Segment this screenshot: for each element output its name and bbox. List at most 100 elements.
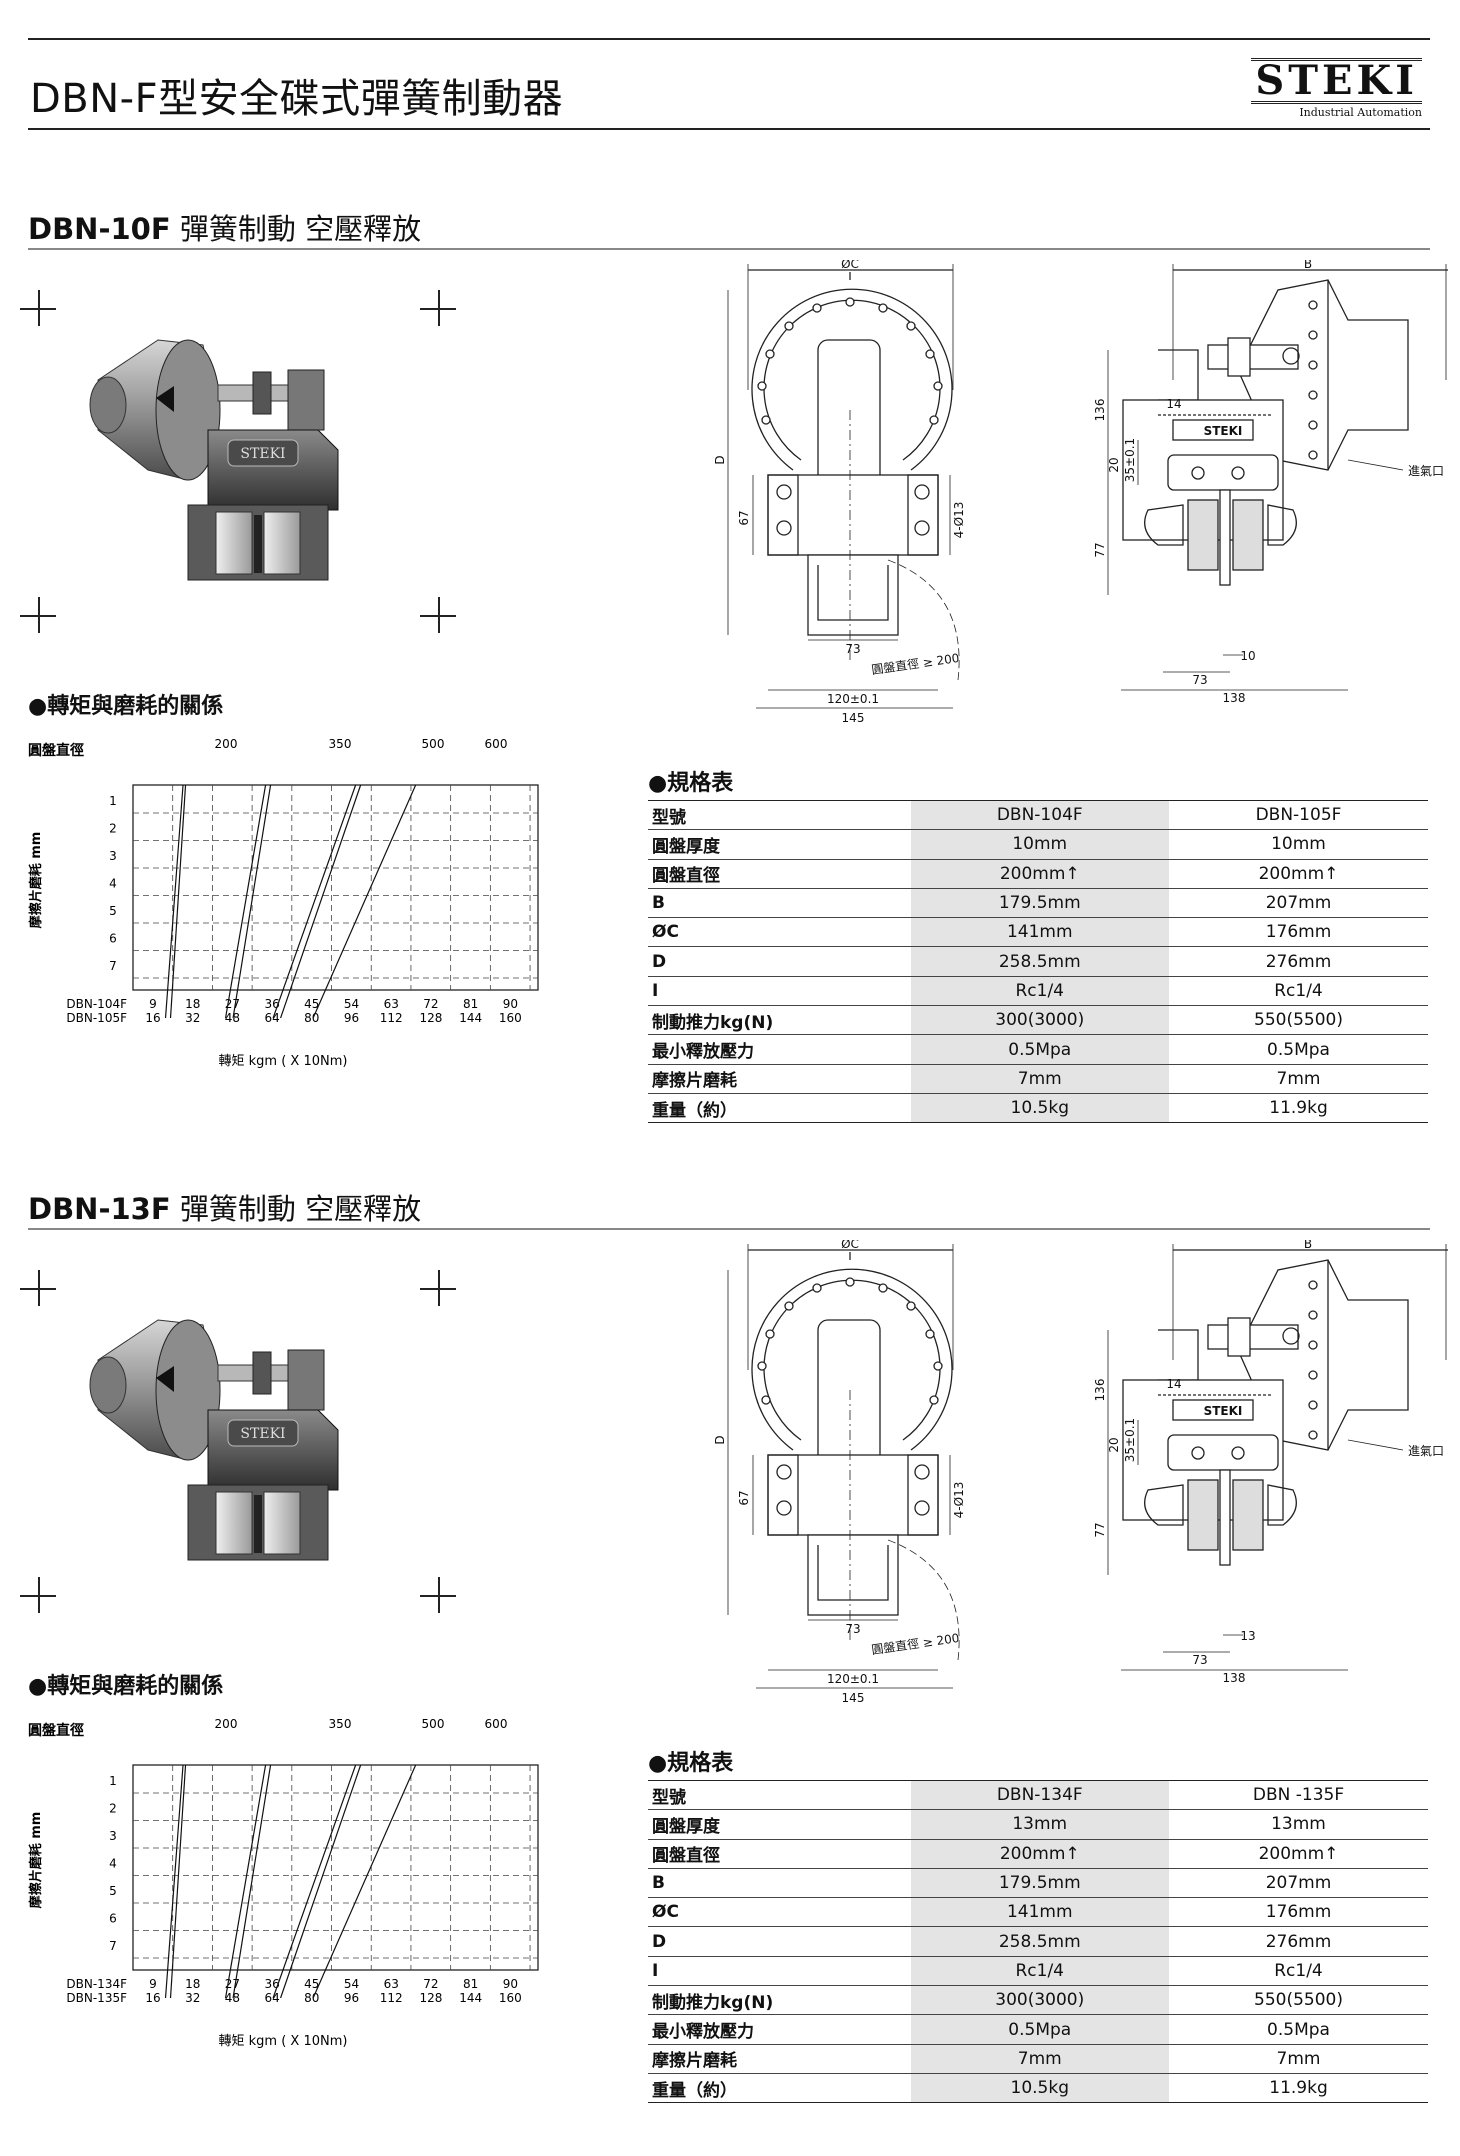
top-axis-label: 圓盤直徑: [28, 742, 84, 759]
spec-value: 176mm: [1169, 917, 1428, 948]
spec-value: 207mm: [1169, 1868, 1428, 1899]
spec-value: 200mm↑: [909, 859, 1169, 889]
spec-value: 0.5Mpa: [1169, 1034, 1428, 1065]
label-138: 138: [1223, 1671, 1246, 1685]
label-inlet: 進氣口 I: [1408, 1444, 1448, 1458]
photo-label: STEKI: [240, 1426, 285, 1442]
spec-value: 207mm: [1169, 888, 1428, 919]
product-photo: STEKI: [20, 290, 456, 633]
spec-value: 10mm: [909, 829, 1169, 860]
label-138: 138: [1223, 691, 1246, 705]
label-oc: ØC: [841, 1240, 859, 1251]
spec-label: ØC: [648, 917, 910, 948]
brand-name: STEKI: [1251, 58, 1422, 104]
top-tick-label: 350: [329, 737, 352, 751]
spec-value: DBN -135F: [1169, 1779, 1428, 1811]
brake-illustration: STEKI: [89, 339, 339, 581]
x-tick-label: 32: [185, 1011, 200, 1025]
brand-logo: STEKI Industrial Automation: [1251, 58, 1422, 119]
label-4-013: 4-Ø13: [952, 502, 966, 539]
spec-value: Rc1/4: [1169, 976, 1428, 1007]
x-tick-label: 81: [463, 997, 478, 1011]
y-tick-label: 7: [109, 959, 117, 973]
x-tick-label: 16: [145, 1011, 160, 1025]
spec-value: 11.9kg: [1169, 2073, 1428, 2104]
spec-label: B: [648, 888, 910, 919]
label-b: B: [1304, 1240, 1312, 1251]
y-tick-label: 1: [109, 794, 117, 808]
spec-value: 276mm: [1169, 1926, 1428, 1957]
page-title: DBN-F型安全碟式彈簧制動器: [30, 76, 564, 122]
spec-value: 141mm: [909, 917, 1169, 948]
spec-label: 型號: [648, 799, 910, 831]
x-tick-label: 18: [185, 997, 200, 1011]
spec-row: 制動推力kg(N)300(3000)550(5500): [648, 1005, 1428, 1036]
brand-tagline: Industrial Automation: [1299, 106, 1422, 119]
y-tick-label: 6: [109, 932, 117, 946]
x-tick-label: 96: [344, 1011, 359, 1025]
label-77: 77: [1093, 542, 1107, 557]
x-tick-label: 80: [304, 1011, 319, 1025]
y-axis-label: 摩擦片磨耗 mm: [28, 832, 44, 929]
label-145: 145: [842, 711, 865, 725]
x-tick-label: 18: [185, 1977, 200, 1991]
label-d: D: [713, 1435, 727, 1444]
spec-label: 最小釋放壓力: [648, 1034, 910, 1065]
label-77: 77: [1093, 1522, 1107, 1537]
y-tick-label: 7: [109, 1939, 117, 1953]
x-tick-label: 144: [459, 1991, 482, 2005]
spec-value: 7mm: [1169, 2044, 1428, 2074]
spec-value: 258.5mm: [909, 1926, 1169, 1957]
chart-frame: [132, 784, 539, 991]
spec-label: 最小釋放壓力: [648, 2014, 910, 2045]
brake-illustration: STEKI: [89, 1319, 339, 1561]
x-tick-label: 9: [149, 1977, 157, 1991]
y-tick-label: 3: [109, 1829, 117, 1843]
spec-value: Rc1/4: [909, 976, 1169, 1007]
x-tick-label: 128: [419, 1011, 442, 1025]
label-disc-note: 圓盤直徑 ≥ 200: [871, 1631, 961, 1657]
spec-label: 圓盤厚度: [648, 1809, 910, 1840]
wear-line: [224, 784, 267, 1019]
x-tick-label: 63: [384, 1977, 399, 1991]
x-tick-label: 63: [384, 997, 399, 1011]
spec-label: ØC: [648, 1897, 910, 1928]
y-tick-label: 1: [109, 1774, 117, 1788]
spec-value: 200mm↑: [1169, 859, 1428, 889]
wear-line: [232, 784, 272, 1019]
spec-value: DBN-134F: [909, 1779, 1169, 1811]
label-145: 145: [842, 1691, 865, 1705]
label-73b: 73: [1192, 1653, 1207, 1667]
label-136: 136: [1093, 1379, 1107, 1402]
section-title: DBN-10F 彈簧制動 空壓釋放: [28, 200, 1430, 250]
label-73: 73: [845, 1622, 860, 1636]
x-tick-label: 112: [380, 1011, 403, 1025]
wear-line: [169, 1764, 187, 1999]
label-brand: STEKI: [1204, 1404, 1243, 1418]
label-10: 10: [1240, 649, 1255, 663]
top-axis-label: 圓盤直徑: [28, 1722, 84, 1739]
wear-line: [280, 1764, 362, 1999]
wear-line: [312, 1764, 417, 1999]
label-67: 67: [737, 1490, 751, 1505]
spec-value: 550(5500): [1169, 1005, 1428, 1036]
chart-heading: ●轉矩與磨耗的關係: [28, 694, 224, 719]
label-10: 13: [1240, 1629, 1255, 1643]
x-tick-label: 90: [503, 1977, 518, 1991]
spec-label: I: [648, 976, 910, 1007]
chart-heading: ●轉矩與磨耗的關係: [28, 1674, 224, 1699]
spec-label: 制動推力kg(N): [648, 1005, 910, 1036]
front-flange: [751, 1268, 953, 1451]
